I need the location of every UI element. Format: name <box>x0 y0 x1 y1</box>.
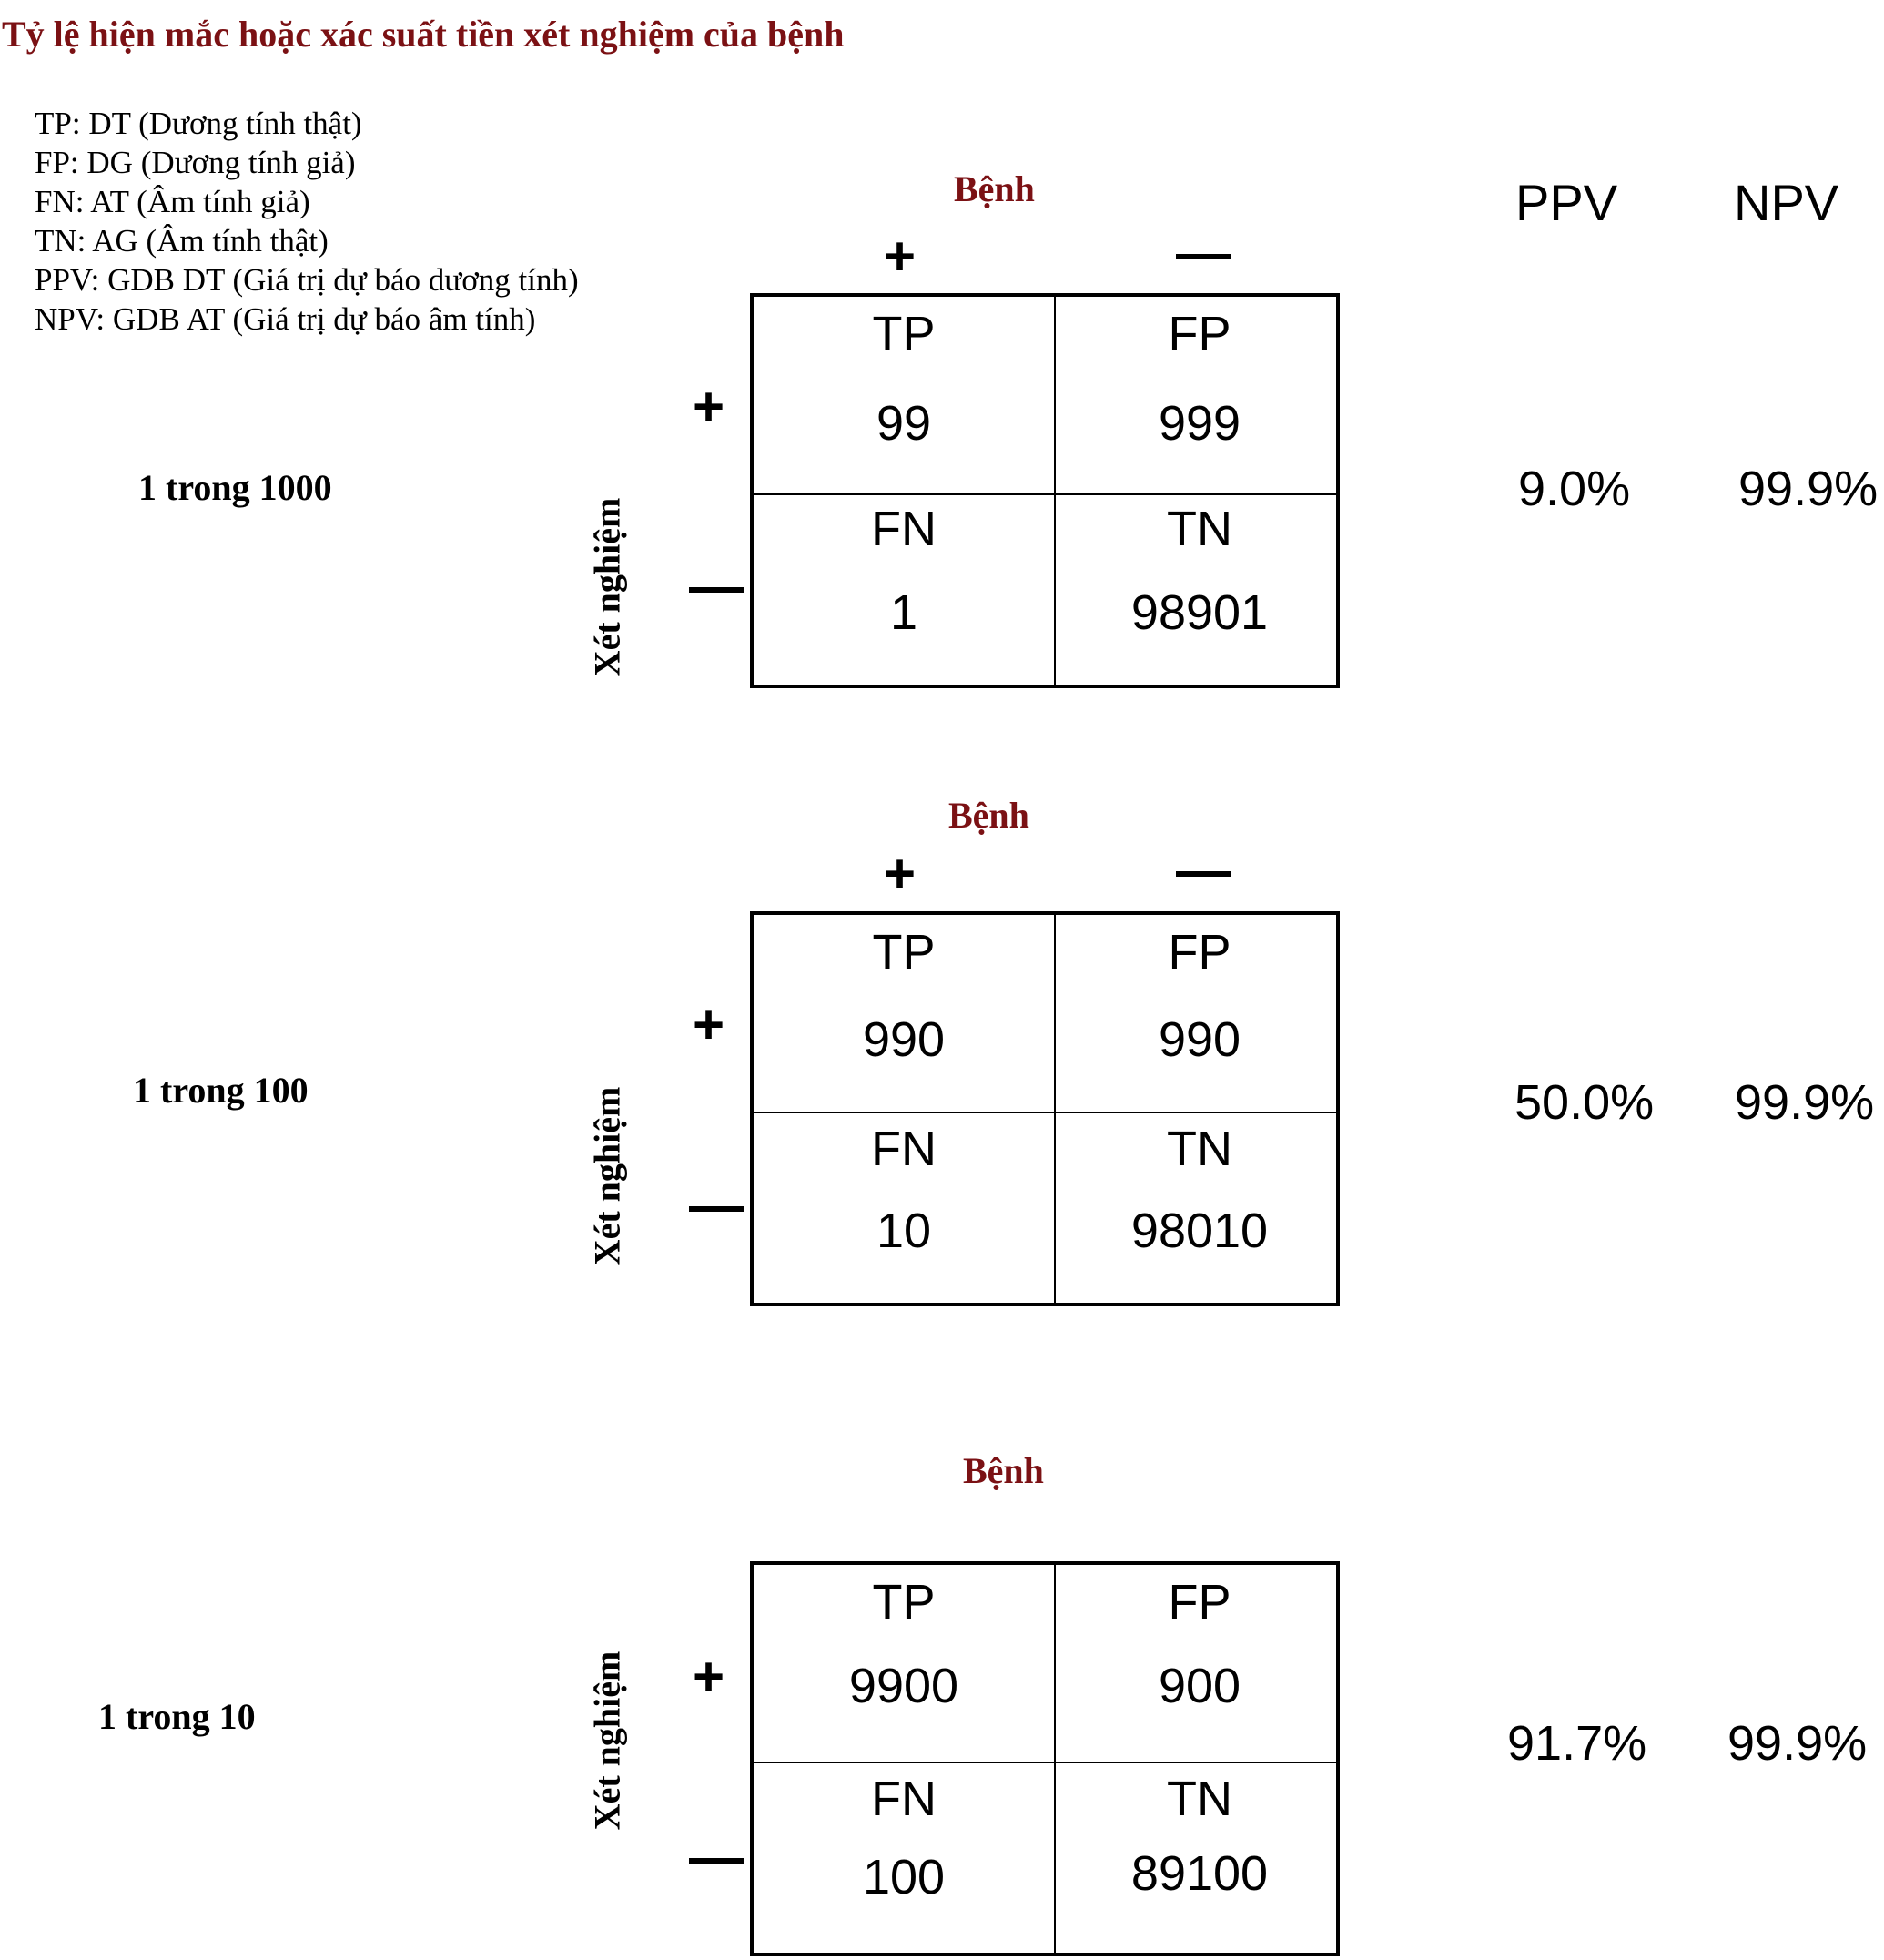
prevalence-label: 1 trong 100 <box>133 1070 309 1111</box>
test-plus-sign: + <box>693 994 725 1055</box>
cell-tn: TN 89100 <box>1054 1771 1345 1902</box>
disease-label: Bệnh <box>948 795 1029 836</box>
confusion-matrix: TP 99 FP 999 FN 1 TN 98901 <box>750 293 1340 688</box>
legend-item-tp: TP: DT (Dương tính thật) <box>35 106 362 141</box>
matrix-divider-horizontal <box>754 1762 1336 1763</box>
disease-minus-sign: — <box>1176 839 1231 900</box>
disease-label: Bệnh <box>954 168 1035 209</box>
disease-minus-sign: — <box>1176 222 1231 283</box>
cell-tp: TP 990 <box>758 924 1049 1068</box>
ppv-value: 91.7% <box>1507 1716 1647 1771</box>
cell-tp: TP 99 <box>758 306 1049 452</box>
test-minus-sign: — <box>689 1174 744 1235</box>
cell-fn-label: FN <box>871 1772 937 1826</box>
cell-fp-value: 999 <box>1158 396 1241 451</box>
ppv-header: PPV <box>1515 174 1618 231</box>
legend-item-ppv: PPV: GDB DT (Giá trị dự báo dương tính) <box>35 262 579 298</box>
legend-item-npv: NPV: GDB AT (Giá trị dự báo âm tính) <box>35 301 536 337</box>
test-minus-sign: — <box>689 555 744 616</box>
cell-tp-value: 990 <box>862 1012 946 1067</box>
matrix-divider-vertical <box>1054 1565 1056 1953</box>
disease-plus-sign: + <box>884 226 917 287</box>
prevalence-label: 1 trong 10 <box>98 1696 256 1737</box>
matrix-divider-horizontal <box>754 1112 1336 1113</box>
cell-tn-value: 98010 <box>1130 1203 1269 1258</box>
npv-value: 99.9% <box>1727 1716 1868 1771</box>
legend-item-fp: FP: DG (Dương tính giả) <box>35 145 356 180</box>
cell-fp: FP 900 <box>1054 1574 1345 1714</box>
confusion-matrix: TP 9900 FP 900 FN 100 TN 89100 <box>750 1561 1340 1956</box>
test-plus-sign: + <box>693 376 725 437</box>
page-title: Tỷ lệ hiện mắc hoặc xác suất tiền xét ng… <box>2 14 845 55</box>
cell-fn-value: 1 <box>889 585 918 640</box>
cell-tp-label: TP <box>872 925 936 980</box>
test-label: Xét nghiệm <box>586 1086 628 1266</box>
cell-tp-label: TP <box>872 1575 936 1630</box>
cell-tn-label: TN <box>1167 502 1232 556</box>
cell-tn-value: 98901 <box>1130 585 1269 640</box>
ppv-value: 9.0% <box>1518 462 1631 516</box>
disease-label: Bệnh <box>963 1450 1044 1491</box>
cell-fn: FN 10 <box>758 1121 1049 1259</box>
npv-value: 99.9% <box>1738 462 1879 516</box>
cell-fn-label: FN <box>871 1122 937 1176</box>
confusion-matrix: TP 990 FP 990 FN 10 TN 98010 <box>750 911 1340 1306</box>
legend: TP: DT (Dương tính thật) FP: DG (Dương t… <box>35 104 579 339</box>
cell-tn-label: TN <box>1167 1772 1232 1826</box>
matrix-divider-vertical <box>1054 915 1056 1303</box>
legend-item-fn: FN: AT (Âm tính giả) <box>35 184 310 219</box>
cell-tn: TN 98010 <box>1054 1121 1345 1259</box>
cell-fn: FN 100 <box>758 1771 1049 1905</box>
test-label: Xét nghiệm <box>586 1650 628 1831</box>
cell-fp-value: 900 <box>1158 1659 1241 1713</box>
cell-tp-value: 99 <box>876 396 932 451</box>
cell-tn: TN 98901 <box>1054 501 1345 641</box>
cell-fp-label: FP <box>1168 1575 1231 1630</box>
test-minus-sign: — <box>689 1826 744 1887</box>
cell-fn-value: 10 <box>876 1203 932 1258</box>
cell-fp: FP 999 <box>1054 306 1345 452</box>
npv-value: 99.9% <box>1735 1075 1875 1130</box>
cell-fn: FN 1 <box>758 501 1049 641</box>
disease-plus-sign: + <box>884 843 917 904</box>
matrix-divider-horizontal <box>754 493 1336 495</box>
cell-tn-value: 89100 <box>1130 1846 1269 1901</box>
cell-fp-value: 990 <box>1158 1012 1241 1067</box>
cell-fp-label: FP <box>1168 925 1231 980</box>
cell-fn-value: 100 <box>862 1850 946 1904</box>
legend-item-tn: TN: AG (Âm tính thật) <box>35 223 329 259</box>
cell-tn-label: TN <box>1167 1122 1232 1176</box>
cell-fp-label: FP <box>1168 307 1231 361</box>
ppv-value: 50.0% <box>1514 1075 1655 1130</box>
test-plus-sign: + <box>693 1646 725 1707</box>
test-label: Xét nghiệm <box>586 497 628 677</box>
cell-tp-value: 9900 <box>848 1659 959 1713</box>
prevalence-label: 1 trong 1000 <box>138 467 332 508</box>
cell-tp: TP 9900 <box>758 1574 1049 1714</box>
cell-fp: FP 990 <box>1054 924 1345 1068</box>
npv-header: NPV <box>1734 174 1839 231</box>
cell-tp-label: TP <box>872 307 936 361</box>
matrix-divider-vertical <box>1054 297 1056 685</box>
cell-fn-label: FN <box>871 502 937 556</box>
